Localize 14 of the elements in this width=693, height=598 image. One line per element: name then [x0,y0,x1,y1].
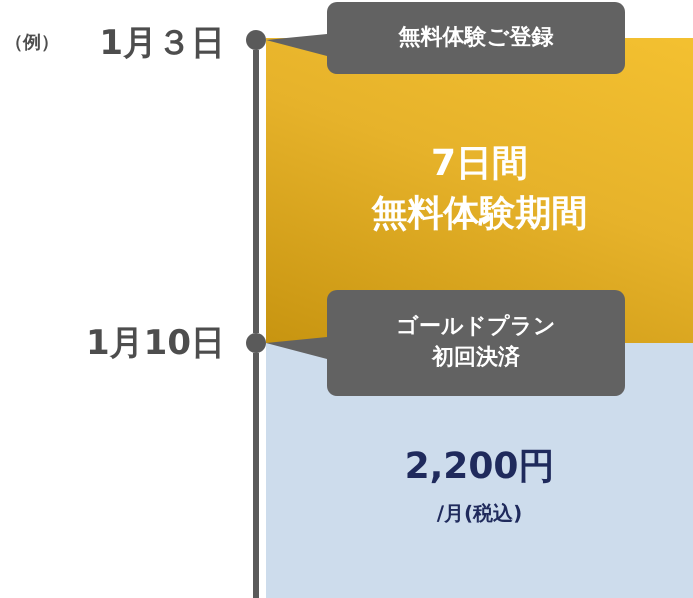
band-heading: 7日間 [430,146,530,182]
band-subtext: /月(税込) [436,503,524,523]
callout-box: ゴールドプラン初回決済 [327,290,625,396]
timeline-line [253,50,259,333]
date-label: 1月10日 [40,318,225,368]
timeline-dot [246,333,266,353]
callout-pointer [266,337,327,359]
band-subtext: 無料体験期間 [370,196,588,232]
callout-pointer [266,34,327,56]
example-note: （例） [5,31,60,55]
date-label: 1月３日 [70,18,225,68]
callout-box: 無料体験ご登録 [327,2,625,74]
timeline-dot [246,30,266,50]
band-heading: 2,200円 [404,449,556,485]
